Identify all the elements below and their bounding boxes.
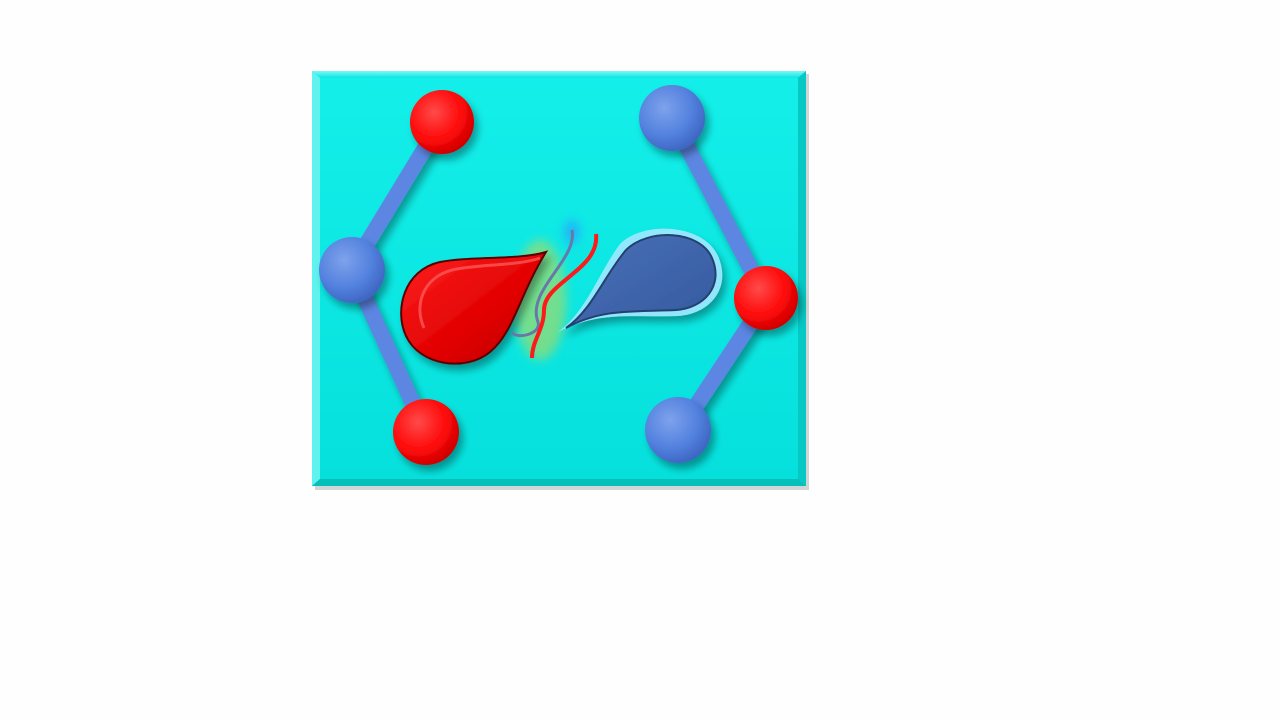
- red-droplet-highlight: [418, 256, 541, 329]
- node-left: [319, 237, 385, 303]
- blue-droplet: [558, 228, 723, 332]
- panel-bevel-right: [798, 71, 806, 486]
- red-droplet: [400, 250, 549, 365]
- molecular-hexagon-graphic: [300, 60, 820, 500]
- hexagon-ring-with-two-droplets-icon: [312, 71, 809, 490]
- bond-top-right: [664, 110, 774, 306]
- wave-line-red: [530, 233, 599, 359]
- panel-bevel-bottom: [312, 479, 806, 486]
- wave-line-gray: [510, 229, 574, 338]
- node-top-right: [639, 85, 705, 151]
- blue-droplet-body: [565, 234, 717, 329]
- node-top-left: [410, 90, 474, 154]
- red-droplet-body: [400, 250, 549, 365]
- node-right: [734, 266, 798, 330]
- node-bottom-right: [645, 397, 711, 463]
- hexagon-nodes: [319, 85, 798, 465]
- panel-bevel-left: [312, 71, 320, 486]
- panel-bevel-top: [312, 71, 806, 78]
- node-bottom-left: [393, 399, 459, 465]
